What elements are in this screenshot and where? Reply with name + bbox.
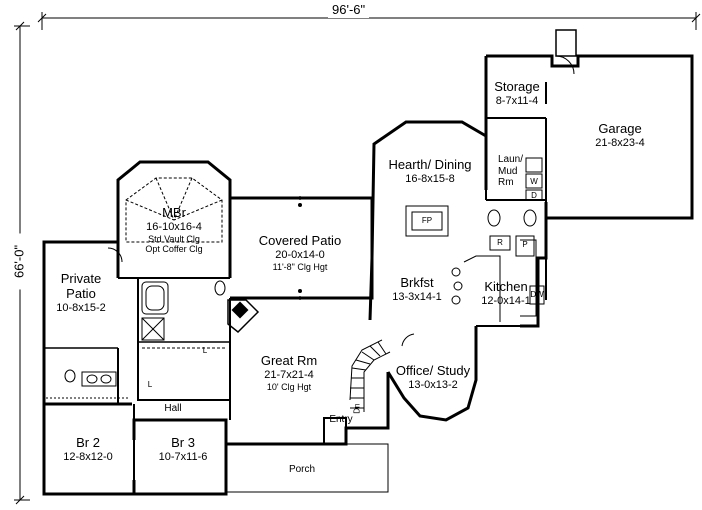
covered-patio-walls — [230, 196, 374, 300]
room-name: Kitchen — [484, 279, 528, 294]
washer-label: W — [530, 177, 538, 186]
room-note: 10' Clg Hgt — [266, 381, 312, 392]
porch-label: Porch — [288, 464, 316, 475]
room-size: 13-3x14-1 — [392, 290, 442, 303]
linen-label: L — [147, 380, 153, 389]
depth-dimension-label: 66'-0" — [12, 233, 28, 290]
room-bedroom-2: Br 2 12-8x12-0 — [50, 435, 126, 464]
room-name: Brkfst — [400, 275, 434, 290]
stairs-down-label: Dn — [352, 403, 362, 414]
room-size: 16-8x15-8 — [405, 172, 455, 185]
room-size: 10-8x15-2 — [56, 301, 106, 314]
room-name-line2: Mud — [498, 165, 518, 177]
room-storage: Storage 8-7x11-4 — [490, 79, 544, 108]
room-garage: Garage 21-8x23-4 — [580, 121, 660, 150]
stairs — [349, 339, 391, 412]
fireplace — [405, 205, 449, 237]
linen-label: L — [202, 346, 208, 355]
room-size: 12-8x12-0 — [63, 450, 113, 463]
room-note: 11'-8" Clg Hgt — [272, 261, 328, 272]
room-name-line1: Laun/ — [498, 154, 524, 165]
room-kitchen: Kitchen 12-0x14-1 — [474, 279, 538, 308]
room-size: 21-8x23-4 — [595, 136, 645, 149]
room-name: Storage — [494, 79, 540, 94]
room-name: Office/ Study — [395, 363, 471, 378]
room-hearth-dining: Hearth/ Dining 16-8x15-8 — [378, 157, 482, 186]
room-name: Covered Patio — [258, 233, 342, 248]
room-size: 8-7x11-4 — [495, 94, 539, 107]
room-private-patio: Private Patio 10-8x15-2 — [46, 271, 116, 315]
room-note: Opt Coffer Clg — [145, 243, 203, 254]
office-bay-walls — [386, 326, 478, 422]
private-patio-walls — [42, 240, 120, 404]
room-size: 12-0x14-1 — [481, 294, 531, 307]
room-name: Br 3 — [171, 435, 195, 450]
garage-walls — [486, 54, 694, 220]
room-name: Great Rm — [260, 353, 318, 368]
room-name: MBr — [162, 205, 186, 220]
room-name: Garage — [598, 121, 642, 136]
room-size: 16-10x16-4 — [146, 220, 202, 233]
room-master-bedroom: MBr 16-10x16-4 Std Vault Clg Opt Coffer … — [132, 205, 216, 254]
room-bedroom-3: Br 3 10-7x11-6 — [146, 435, 220, 464]
mbr-bay-walls — [116, 160, 232, 278]
room-great-room: Great Rm 21-7x21-4 10' Clg Hgt — [246, 353, 332, 392]
entry-label: Entry — [329, 414, 353, 425]
room-size: 21-7x21-4 — [264, 368, 314, 381]
room-name: Hearth/ Dining — [388, 157, 472, 172]
room-note: Std Vault Clg — [148, 233, 200, 244]
bedroom-wing-walls — [42, 402, 134, 496]
refrigerator-label: R — [497, 238, 503, 247]
room-office-study: Office/ Study 13-0x13-2 — [388, 363, 478, 392]
room-laundry-mud: Laun/ Mud Rm — [498, 154, 524, 189]
porch-outline — [225, 443, 389, 493]
room-size: 13-0x13-2 — [408, 378, 458, 391]
dryer-label: D — [531, 191, 537, 200]
room-size: 10-7x11-6 — [158, 450, 208, 463]
fireplace-label: FP — [421, 216, 433, 225]
width-dimension-label: 96'-6" — [328, 2, 370, 18]
room-name-line1: Private — [60, 271, 102, 286]
room-name-line3: Rm — [498, 177, 514, 188]
room-breakfast: Brkfst 13-3x14-1 — [384, 275, 450, 304]
room-name-line2: Patio — [66, 285, 96, 301]
dishwasher-label: DW — [530, 290, 544, 299]
room-covered-patio: Covered Patio 20-0x14-0 11'-8" Clg Hgt — [248, 233, 352, 272]
hall-label: Hall — [164, 403, 182, 414]
pantry-label: P — [522, 240, 528, 249]
room-size: 20-0x14-0 — [275, 248, 325, 261]
room-name: Br 2 — [76, 435, 100, 450]
